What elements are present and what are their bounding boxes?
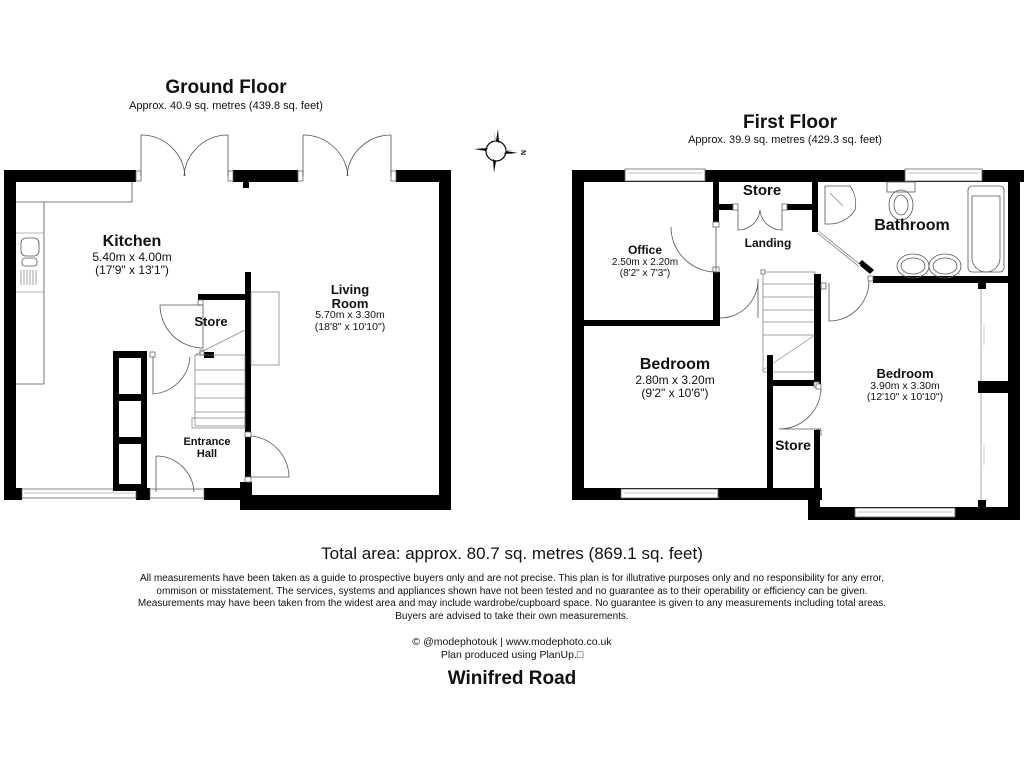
total-area: Total area: approx. 80.7 sq. metres (869… xyxy=(321,544,703,563)
room-landing: Landing xyxy=(744,236,792,250)
room-kitchen: Kitchen 5.40m x 4.00m (17'9" x 13'1") xyxy=(92,233,172,277)
bath-icon xyxy=(967,185,1005,273)
room-store-landing: Store xyxy=(742,182,782,199)
toilet-cistern xyxy=(886,181,916,193)
first-floor-area: Approx. 39.9 sq. metres (429.3 sq. feet) xyxy=(688,134,882,146)
room-bedroom-1: Bedroom 2.80m x 3.20m (9'2" x 10'6") xyxy=(635,356,715,400)
room-bedroom-2: Bedroom 3.90m x 3.30m (12'10" x 10'10") xyxy=(866,366,944,404)
room-living: Living Room 5.70m x 3.30m (18'8" x 10'10… xyxy=(314,282,386,333)
toilet-icon xyxy=(888,189,914,221)
shower-icon xyxy=(824,185,857,225)
room-entrance-hall: Entrance Hall xyxy=(183,436,231,460)
credit-line-2: Plan produced using PlanUp.□ xyxy=(440,649,584,661)
room-store-bedroom: Store xyxy=(775,437,811,453)
room-bathroom: Bathroom xyxy=(874,217,950,234)
first-floor-plan xyxy=(572,168,1024,520)
first-floor-title: First Floor xyxy=(743,112,837,133)
disclaimer-text: All measurements have been taken as a gu… xyxy=(137,573,887,622)
basin-icon xyxy=(928,253,962,279)
ground-floor-title: Ground Floor xyxy=(165,77,287,98)
credit-line-1: © @modephotouk | www.modephoto.co.uk xyxy=(412,636,612,648)
compass-north-label: N xyxy=(519,149,527,156)
compass-rose-icon xyxy=(474,129,518,173)
room-office: Office 2.50m x 2.20m (8'2" x 7'3") xyxy=(611,243,679,279)
room-store-ground: Store xyxy=(194,314,228,329)
property-address: Winifred Road xyxy=(447,668,577,689)
ground-floor-plan xyxy=(4,134,451,510)
ground-floor-area: Approx. 40.9 sq. metres (439.8 sq. feet) xyxy=(129,100,323,112)
